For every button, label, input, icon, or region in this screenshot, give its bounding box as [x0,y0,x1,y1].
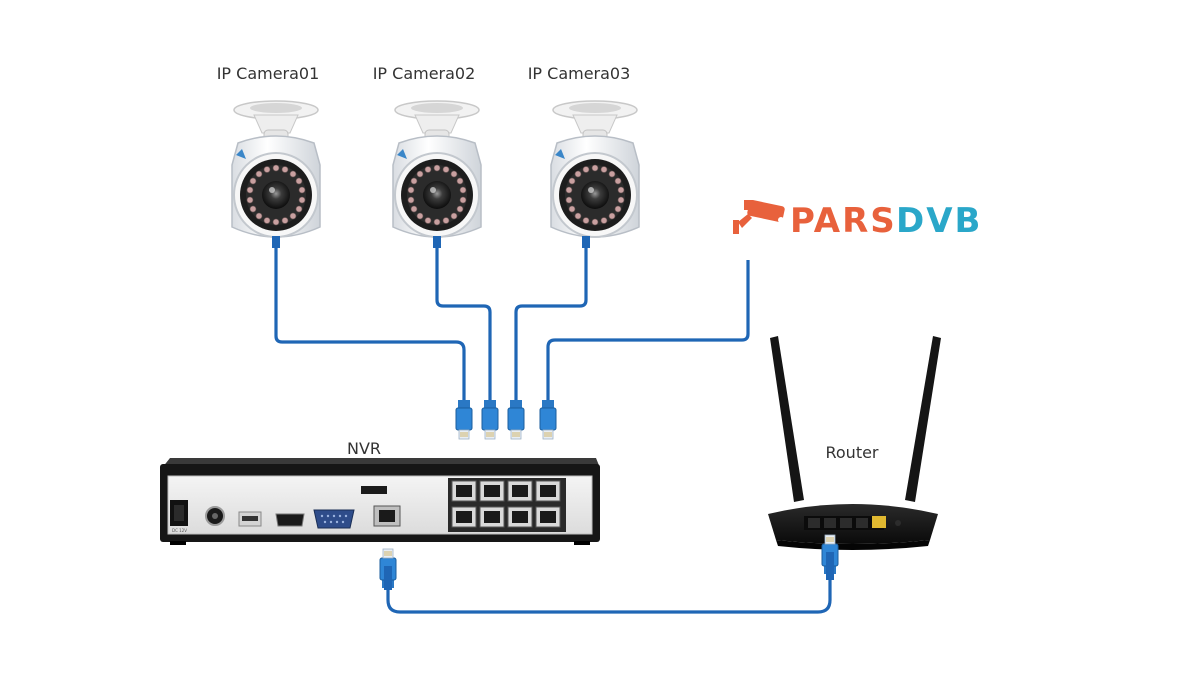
camera03: IP Camera03 [528,64,640,248]
router-plug [821,534,839,580]
cable-camera01 [274,246,466,400]
cctv-camera-icon [733,199,785,234]
bullet-camera-icon [550,100,640,238]
nvr-lan-plug [379,548,397,590]
router-label: Router [825,443,878,462]
nvr-poe-plugs [455,399,557,440]
camera02-label: IP Camera02 [373,64,476,83]
brand-name-part1: PARS [790,201,897,241]
cable-camera03 [514,246,588,400]
camera01: IP Camera01 [217,64,321,248]
cable-camera02 [435,246,492,400]
rj45-connector-icon [507,399,525,440]
brand-logo: PARS DVB [733,199,982,241]
cable-nvr-to-router [386,580,832,614]
rj45-connector-icon [481,399,499,440]
camera02: IP Camera02 [373,64,482,248]
nvr-device: NVR DC 12V [160,439,600,545]
camera01-label: IP Camera01 [217,64,320,83]
rj45-connector-icon [539,399,557,440]
brand-name-part2: DVB [896,201,982,241]
cable-brand-uplink [546,260,750,400]
rj45-connector-icon [455,399,473,440]
bullet-camera-icon [392,100,482,238]
router-device: Router [768,336,941,550]
camera03-label: IP Camera03 [528,64,631,83]
nvr-label: NVR [347,439,381,458]
svg-text:DC 12V: DC 12V [172,528,187,533]
bullet-camera-icon [231,100,321,238]
cables [274,246,832,614]
